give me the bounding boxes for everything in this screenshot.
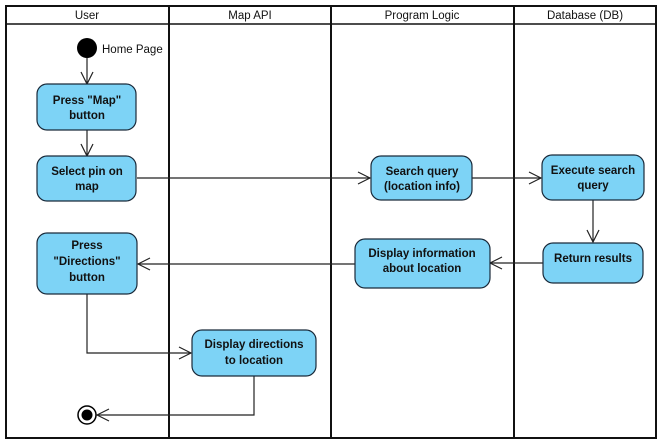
action-search-query-line-1: Search query bbox=[386, 166, 459, 178]
action-display-info: Display information about location bbox=[354, 238, 491, 289]
action-press-directions-box bbox=[36, 232, 138, 295]
action-press-directions-line-2: "Directions" bbox=[53, 256, 120, 268]
action-display-directions-line-1: Display directions bbox=[204, 339, 303, 351]
action-select-pin-line-1: Select pin on bbox=[51, 166, 123, 178]
action-search-query-line-2: (location info) bbox=[384, 181, 460, 193]
action-return-results-line-1: Return results bbox=[554, 253, 632, 265]
action-press-directions-line-1: Press bbox=[71, 240, 102, 252]
action-display-info-line-1: Display information bbox=[368, 248, 475, 260]
end-node bbox=[77, 405, 97, 425]
action-execute-search-line-2: query bbox=[577, 180, 609, 192]
action-select-pin-line-2: map bbox=[75, 181, 99, 193]
action-return-results-box bbox=[542, 242, 644, 284]
action-press-map-line-2: button bbox=[69, 110, 105, 122]
action-search-query: Search query (location info) bbox=[370, 155, 473, 201]
start-label: Home Page bbox=[102, 44, 163, 56]
flow-edges bbox=[87, 58, 593, 415]
lane-title-map-api: Map API bbox=[228, 10, 271, 22]
lane-title-user: User bbox=[75, 10, 99, 22]
action-display-info-box bbox=[354, 238, 491, 289]
action-press-map: Press "Map" button bbox=[36, 83, 137, 131]
lane-title-program-logic: Program Logic bbox=[385, 10, 460, 22]
lane-title-database: Database (DB) bbox=[547, 10, 623, 22]
action-execute-search-box bbox=[541, 154, 645, 201]
action-execute-search: Execute search query bbox=[541, 154, 645, 201]
action-press-directions: Press "Directions" button bbox=[36, 232, 138, 295]
action-press-map-box bbox=[36, 83, 137, 131]
action-search-query-box bbox=[370, 155, 473, 201]
edge-press-directions-to-display-directions bbox=[86, 294, 191, 353]
action-display-directions-box bbox=[191, 329, 317, 377]
action-display-directions: Display directions to location bbox=[191, 329, 317, 377]
action-select-pin-box bbox=[36, 155, 137, 202]
action-press-map-line-1: Press "Map" bbox=[53, 95, 121, 107]
action-display-directions-line-2: to location bbox=[225, 355, 283, 367]
end-node-core bbox=[81, 409, 93, 421]
edge-display-directions-to-end bbox=[97, 376, 255, 415]
action-execute-search-line-1: Execute search bbox=[551, 165, 635, 177]
action-press-directions-line-3: button bbox=[69, 272, 105, 284]
start-node bbox=[77, 38, 97, 58]
action-select-pin: Select pin on map bbox=[36, 155, 137, 202]
action-display-info-line-2: about location bbox=[383, 263, 462, 275]
action-return-results: Return results bbox=[542, 242, 644, 284]
swimlane-frame bbox=[5, 5, 657, 439]
